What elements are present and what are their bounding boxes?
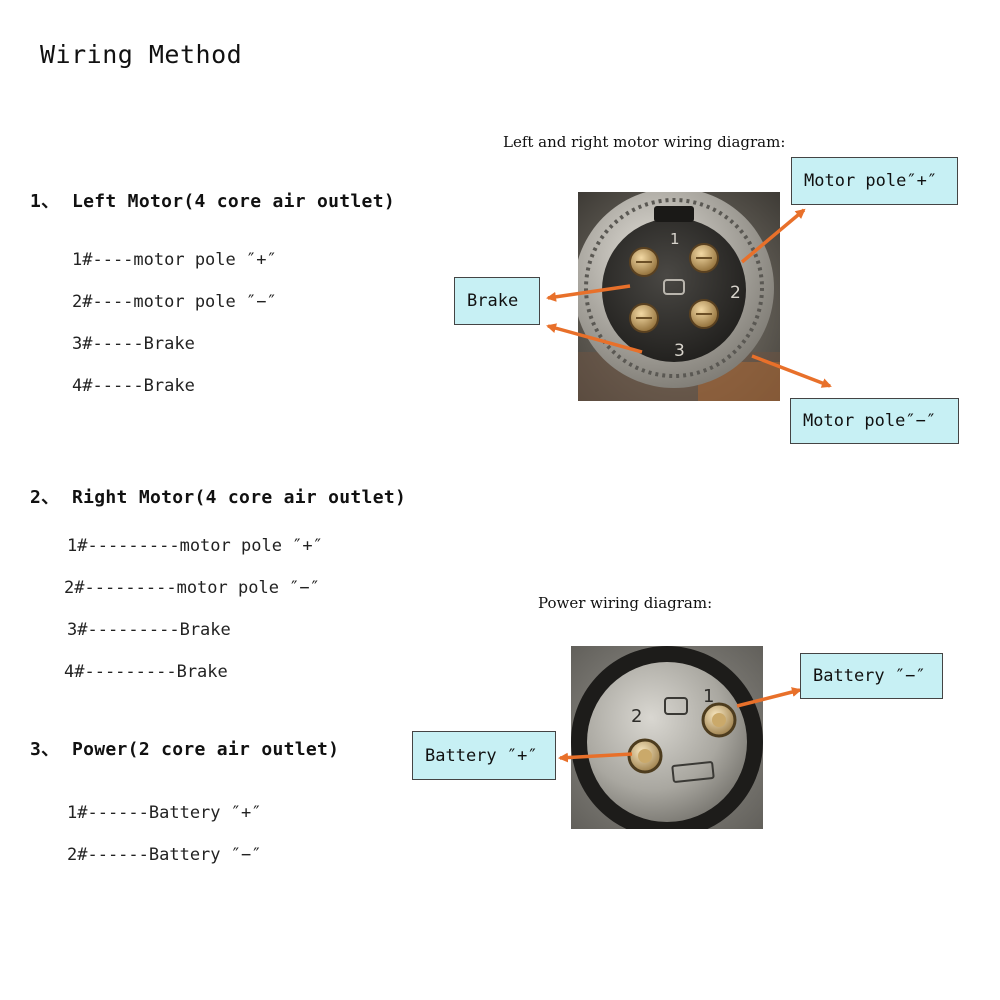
- pin-label: 2: [730, 283, 741, 303]
- callout-battery-positive: Battery ″+″: [412, 731, 556, 780]
- power-diagram-caption: Power wiring diagram:: [538, 594, 713, 612]
- list-item: 1#---------motor pole ″+″: [67, 536, 323, 556]
- callout-battery-negative: Battery ″−″: [800, 653, 943, 699]
- pin-label: 2: [631, 706, 642, 727]
- section-heading-right-motor: 2、 Right Motor(4 core air outlet): [30, 483, 406, 509]
- list-item: 4#---------Brake: [64, 662, 228, 682]
- connector-face: [587, 662, 747, 822]
- list-item: 3#---------Brake: [67, 620, 231, 640]
- list-item: 2#----motor pole ″−″: [72, 292, 277, 312]
- list-item: 4#-----Brake: [72, 376, 195, 396]
- section-title: Right Motor(4 core air outlet): [72, 487, 407, 508]
- power-connector-photo: 1 2: [571, 646, 763, 829]
- section-title: Left Motor(4 core air outlet): [72, 191, 395, 212]
- arrow-battery-pos: [558, 752, 633, 763]
- arrow-battery-neg: [736, 687, 802, 708]
- list-item: 1#----motor pole ″+″: [72, 250, 277, 270]
- page-title: Wiring Method: [40, 40, 243, 69]
- section-number: 3、: [30, 739, 60, 760]
- callout-motor-pole-positive: Motor pole″+″: [791, 157, 958, 205]
- pin-label: 1: [703, 686, 714, 707]
- list-item: 2#---------motor pole ″−″: [64, 578, 320, 598]
- pin-label: 3: [674, 341, 685, 361]
- list-item: 2#------Battery ″−″: [67, 845, 262, 865]
- motor-connector-photo: 1 2 3: [578, 192, 780, 401]
- arrow-brake-upper: [546, 284, 631, 302]
- section-title: Power(2 core air outlet): [72, 739, 340, 760]
- list-item: 3#-----Brake: [72, 334, 195, 354]
- arrow-motor-pos: [740, 208, 806, 264]
- section-heading-left-motor: 1、 Left Motor(4 core air outlet): [30, 187, 395, 213]
- callout-brake: Brake: [454, 277, 540, 325]
- section-number: 1、: [30, 191, 60, 212]
- arrow-motor-neg: [751, 354, 832, 388]
- list-item: 1#------Battery ″+″: [67, 803, 262, 823]
- section-heading-power: 3、 Power(2 core air outlet): [30, 735, 339, 761]
- arrow-brake-lower: [546, 323, 643, 354]
- section-number: 2、: [30, 487, 60, 508]
- callout-motor-pole-negative: Motor pole″−″: [790, 398, 959, 444]
- motor-diagram-caption: Left and right motor wiring diagram:: [503, 133, 786, 151]
- pin-label: 1: [670, 230, 680, 248]
